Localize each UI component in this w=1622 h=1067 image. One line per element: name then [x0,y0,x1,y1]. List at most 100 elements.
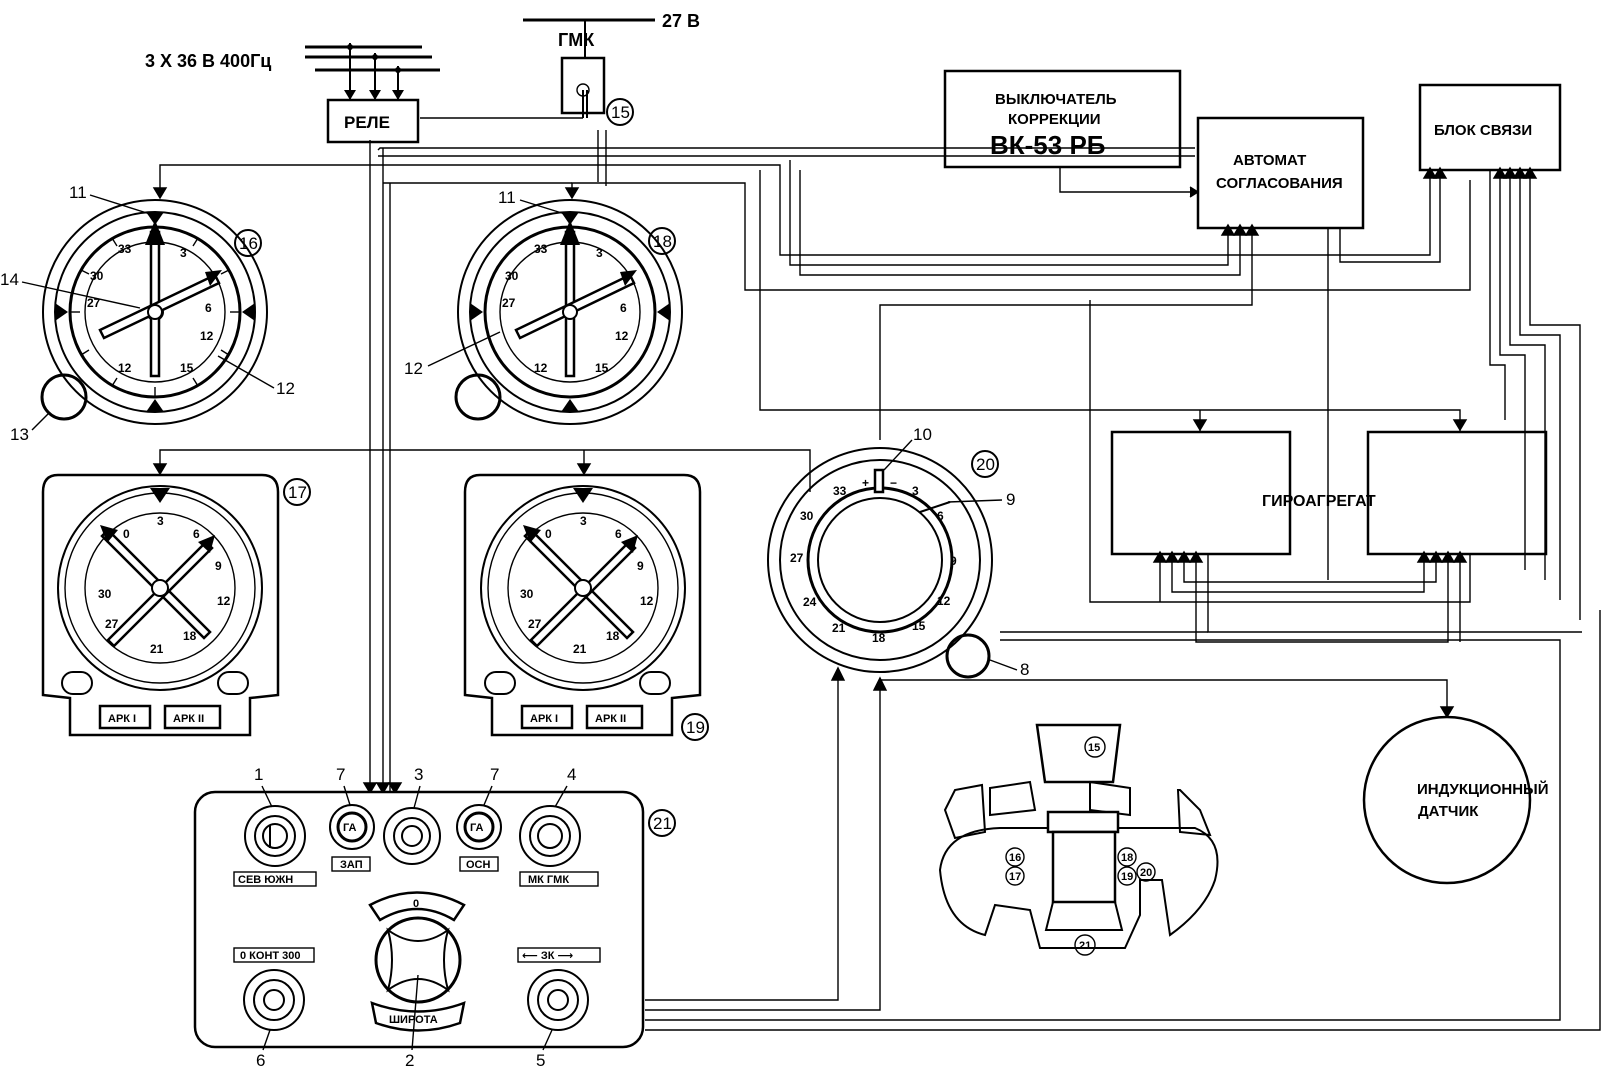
svg-text:12: 12 [640,594,654,608]
callout-12-left: 12 [276,379,295,398]
callout-7-right: 7 [490,765,499,784]
callout-2: 2 [405,1051,414,1067]
svg-text:27: 27 [502,296,516,310]
ac-voltage-label: 3 Х 36 В 400Гц [145,51,271,71]
svg-text:30: 30 [90,269,104,283]
lamp-right-text: ГА [470,822,484,834]
switch-4-label: МК ГМК [528,874,569,886]
layout-15: 15 [1088,742,1100,754]
svg-text:6: 6 [193,527,200,541]
svg-text:30: 30 [505,269,519,283]
svg-text:3: 3 [912,484,919,498]
layout-17: 17 [1009,871,1021,883]
circled-17: 17 [288,483,307,502]
svg-text:15: 15 [595,361,609,375]
svg-text:9: 9 [637,559,644,573]
control-panel-21: СЕВ ЮЖН ГА ЗАП ГА ОСН МК ГМК 0 КОНТ 300 … [193,790,645,1049]
svg-text:30: 30 [800,509,814,523]
svg-text:9: 9 [215,559,222,573]
svg-text:33: 33 [833,484,847,498]
svg-text:15: 15 [180,361,194,375]
svg-text:6: 6 [205,301,212,315]
svg-text:0: 0 [413,898,419,910]
callout-12-right: 12 [404,359,423,378]
callout-11-left: 11 [69,183,87,202]
callout-1: 1 [254,765,263,784]
callout-8: 8 [1020,660,1029,679]
avtomat-label-1: АВТОМАТ [1233,152,1306,169]
gyro-unit-label: ГИРОАГРЕГАТ [1262,493,1376,510]
gyro-unit: ГИРОАГРЕГАТ [1110,430,1548,556]
layout-21: 21 [1079,940,1091,952]
circled-18: 18 [653,232,672,251]
relay-label: РЕЛЕ [344,113,390,132]
svg-text:3: 3 [580,514,587,528]
svg-text:3: 3 [180,246,187,260]
svg-text:33: 33 [118,242,132,256]
svg-text:15: 15 [912,619,926,633]
callout-13: 13 [10,425,29,444]
callout-9: 9 [1006,490,1015,509]
vk-label-1: ВЫКЛЮЧАТЕЛЬ [995,91,1117,108]
relay-block: РЕЛЕ [326,98,420,144]
lamp-left-label: ЗАП [340,859,363,871]
svg-text:12: 12 [534,361,548,375]
circled-21: 21 [653,814,672,833]
svg-text:6: 6 [937,509,944,523]
rmi17-ark2-label: АРК II [173,713,204,725]
gmk-label: ГМК [558,30,595,50]
svg-text:+: + [862,476,869,490]
svg-text:27: 27 [790,551,804,565]
callout-7-left: 7 [336,765,345,784]
svg-text:18: 18 [606,629,620,643]
avtomat-label-2: СОГЛАСОВАНИЯ [1216,175,1343,192]
power-bus-ac: 3 Х 36 В 400Гц [145,43,440,100]
svg-text:18: 18 [183,629,197,643]
callout-3: 3 [414,765,423,784]
layout-19: 19 [1121,871,1133,883]
svg-text:0: 0 [123,527,130,541]
svg-text:−: − [890,476,897,490]
circled-16: 16 [239,234,258,253]
svg-text:3: 3 [157,514,164,528]
rmi17-ark1-label: АРК I [108,713,136,725]
svg-text:12: 12 [615,329,629,343]
link-block: БЛОК СВЯЗИ [1418,83,1562,172]
lamp-left-text: ГА [343,822,357,834]
svg-text:21: 21 [150,642,164,656]
link-block-label: БЛОК СВЯЗИ [1434,122,1532,139]
circled-labels: 15 16 17 18 19 20 21 [234,98,999,837]
instrument-layout-sketch: 15 16 17 18 19 20 21 [938,723,1219,956]
switch-5-label: ⟵ ЗК ⟶ [522,950,573,962]
svg-text:12: 12 [217,594,231,608]
svg-text:21: 21 [573,642,587,656]
callouts: 11 11 14 12 12 13 10 9 8 1 7 3 7 4 6 2 5 [0,183,1029,1067]
callout-5: 5 [536,1051,545,1067]
svg-text:21: 21 [832,621,846,635]
svg-text:6: 6 [615,527,622,541]
svg-text:12: 12 [200,329,214,343]
vk-label-2: КОРРЕКЦИИ [1008,111,1101,128]
vk-label-3: ВК-53 РБ [990,130,1105,160]
svg-text:27: 27 [87,296,101,310]
callout-6: 6 [256,1051,265,1067]
svg-text:27: 27 [528,617,542,631]
callout-14: 14 [0,270,19,289]
callout-11-right: 11 [498,188,516,207]
layout-16: 16 [1009,852,1021,864]
callout-10: 10 [913,425,932,444]
lamp-right-label: ОСН [466,859,491,871]
svg-text:0: 0 [545,527,552,541]
layout-20: 20 [1140,867,1152,879]
switch-6-label: 0 КОНТ 300 [240,950,301,962]
svg-text:24: 24 [803,595,817,609]
induction-sensor: ИНДУКЦИОННЫЙ ДАТЧИК [1362,715,1549,885]
rmi19-ark2-label: АРК II [595,713,626,725]
sensor-label-2: ДАТЧИК [1418,803,1479,820]
svg-text:12: 12 [937,594,951,608]
